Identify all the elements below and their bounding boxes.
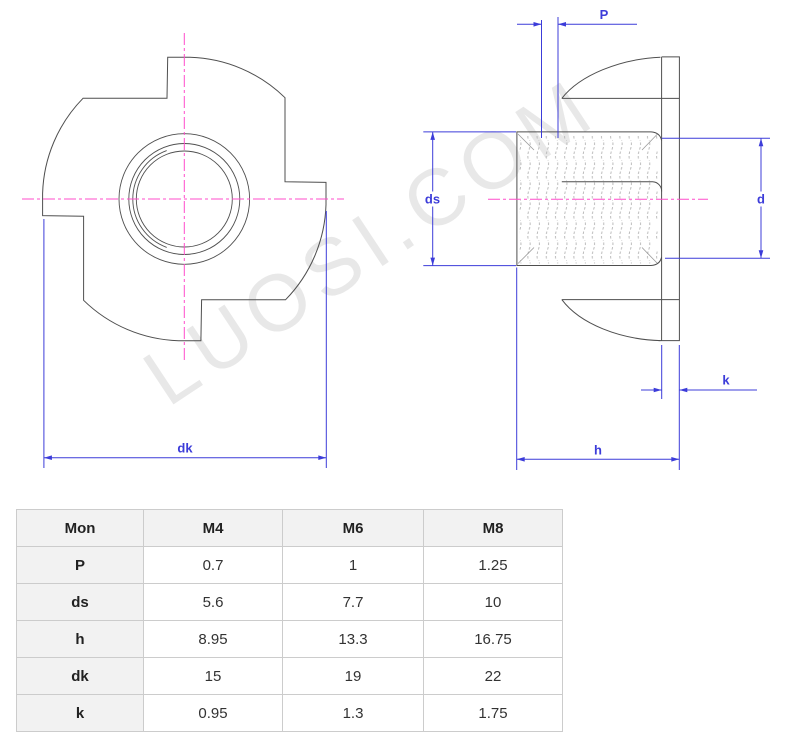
technical-drawing: LUOSI.COM dk (22, 7, 770, 470)
col-header-m8: M8 (423, 509, 563, 547)
dimension-dk: dk (43, 211, 327, 468)
tnut-front-outline (42, 56, 327, 342)
table-row: dk 15 19 22 (16, 657, 563, 695)
dimension-p: P (517, 7, 637, 138)
cell-value: 8.95 (143, 620, 283, 658)
cell-value: 19 (282, 657, 424, 695)
spec-table: Mon M4 M6 M8 P 0.7 1 1.25 ds 5.6 7.7 10 … (16, 509, 563, 732)
col-header-m6: M6 (282, 509, 424, 547)
d-label: d (757, 192, 765, 207)
ds-extension-lines (423, 131, 516, 267)
table-header-row: Mon M4 M6 M8 (16, 509, 563, 547)
cell-value: 13.3 (282, 620, 424, 658)
cell-value: 0.7 (143, 546, 283, 584)
prong-slot-edge (561, 181, 663, 192)
chamfer-lines (517, 133, 658, 264)
p-arrow-left (533, 22, 542, 27)
cell-value: 1.75 (423, 694, 563, 732)
table-row: h 8.95 13.3 16.75 (16, 620, 563, 658)
k-arrow-right (679, 387, 688, 393)
h-arrow-right (671, 457, 680, 462)
p-label: P (600, 7, 609, 22)
cell-value: 1 (282, 546, 424, 584)
front-view (22, 33, 344, 363)
row-label: P (16, 546, 144, 584)
barrel-outline (516, 131, 663, 266)
dimension-ds: ds (422, 131, 516, 267)
ds-label: ds (425, 192, 440, 207)
cell-value: 16.75 (423, 620, 563, 658)
thread-hatch (519, 134, 658, 264)
row-label: h (16, 620, 144, 658)
k-extension-lines (661, 345, 680, 470)
ds-arrow-bottom (430, 257, 435, 266)
dimension-k: k (641, 345, 757, 470)
cell-value: 15 (143, 657, 283, 695)
cell-value: 10 (423, 583, 563, 621)
dk-label: dk (177, 441, 193, 456)
row-label: ds (16, 583, 144, 621)
dk-arrow-right (318, 455, 327, 460)
side-view (488, 56, 708, 342)
cell-value: 0.95 (143, 694, 283, 732)
row-label: dk (16, 657, 144, 695)
cell-value: 22 (423, 657, 563, 695)
dk-arrow-left (43, 455, 52, 460)
h-label: h (594, 443, 602, 458)
dimension-h: h (516, 267, 680, 470)
prong-bottom (561, 299, 680, 342)
d-arrow-bottom (758, 250, 764, 259)
ds-arrow-top (430, 131, 435, 140)
k-arrow-left (653, 387, 662, 393)
cell-value: 7.7 (282, 583, 424, 621)
dimension-d: d (661, 137, 770, 259)
d-extension-lines (661, 137, 770, 259)
k-label: k (722, 373, 730, 388)
flange-outline (658, 56, 680, 342)
row-label: k (16, 694, 144, 732)
cell-value: 1.3 (282, 694, 424, 732)
table-row: P 0.7 1 1.25 (16, 546, 563, 584)
col-header-mon: Mon (16, 509, 144, 547)
table-row: ds 5.6 7.7 10 (16, 583, 563, 621)
col-header-m4: M4 (143, 509, 283, 547)
cell-value: 5.6 (143, 583, 283, 621)
dk-extension-lines (43, 211, 327, 468)
cell-value: 1.25 (423, 546, 563, 584)
d-arrow-top (758, 138, 764, 147)
p-extension-lines (541, 17, 559, 138)
p-arrow-right (558, 22, 566, 27)
table-row: k 0.95 1.3 1.75 (16, 694, 563, 732)
prong-top (561, 56, 680, 99)
h-arrow-left (516, 457, 525, 462)
